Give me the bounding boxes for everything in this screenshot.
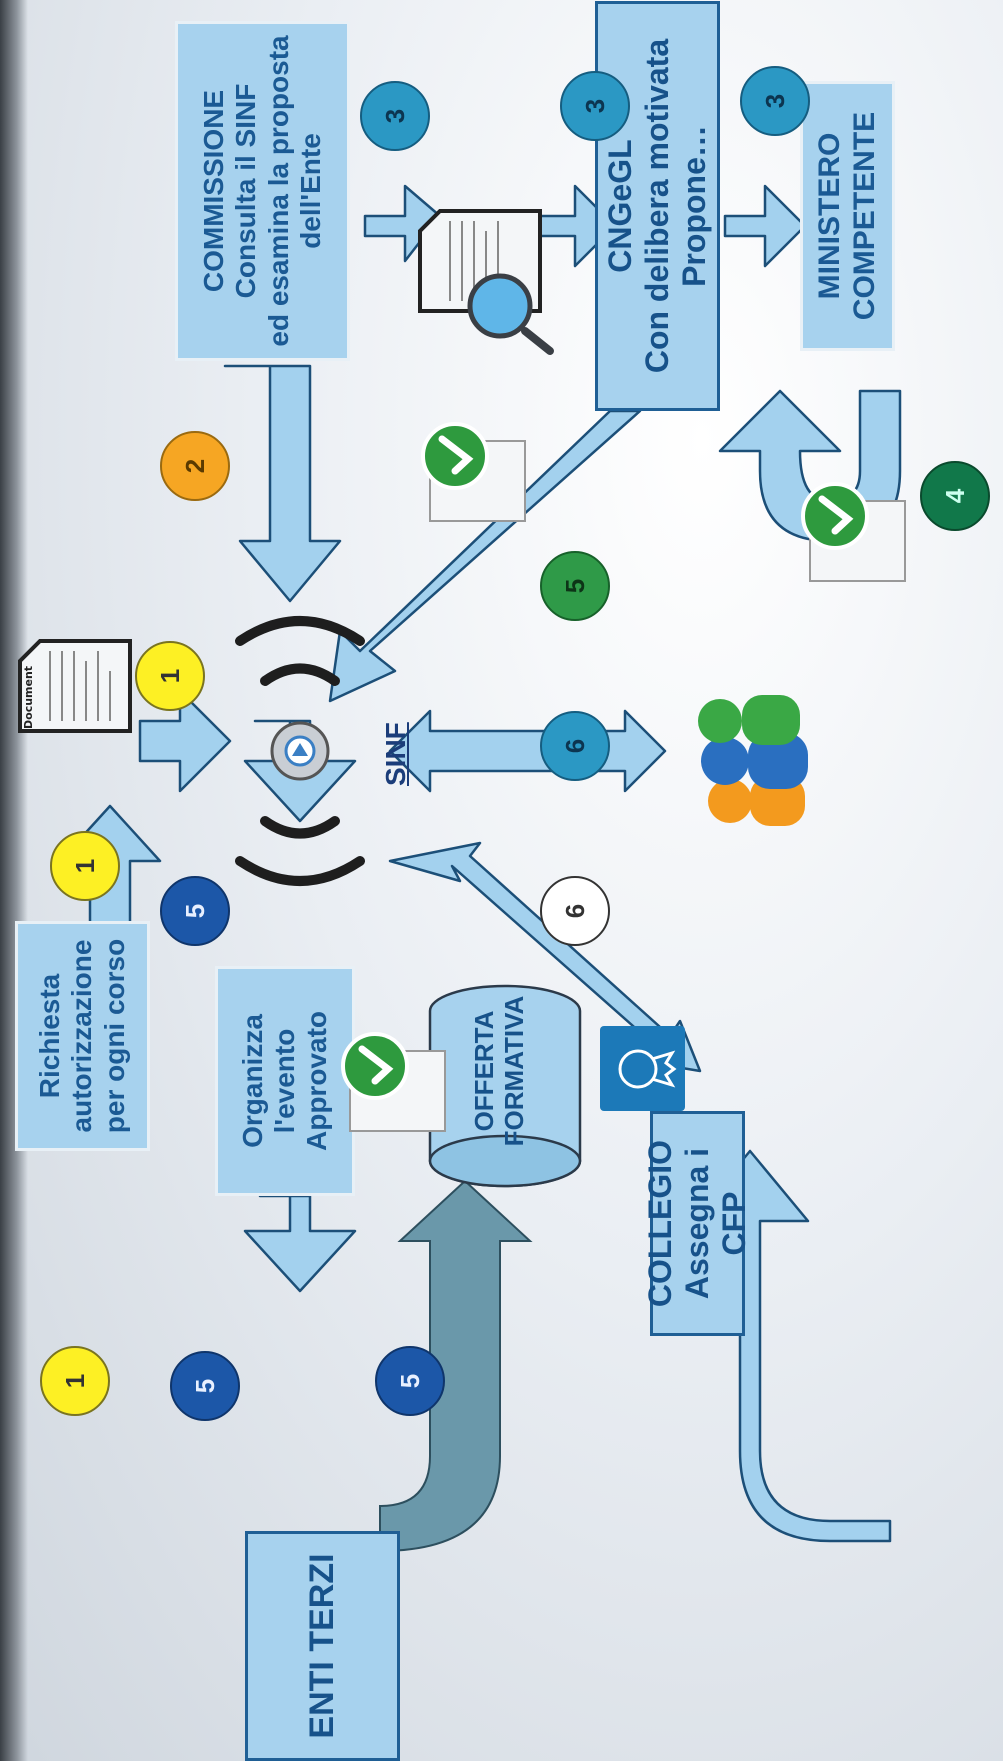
box-enti-terzi: ENTI TERZI — [245, 1531, 400, 1761]
arrow-enti-to-offerta-u — [379, 1179, 533, 1553]
arrow-doc-to-sinf — [138, 689, 232, 793]
arrow-cngegl-to-sinf — [328, 409, 642, 703]
certificate-badge-icon — [600, 1026, 685, 1111]
step-6-collegio: 6 — [540, 876, 610, 946]
approved-doc-icon-cngegl — [421, 422, 526, 522]
users-icon — [698, 695, 808, 826]
approved-doc-icon-ministero — [801, 482, 906, 582]
step-5-cngegl: 5 — [540, 551, 610, 621]
step-5-enti-richiesta: 5 — [170, 1351, 240, 1421]
approved-doc-icon-organizza — [341, 1032, 446, 1132]
offerta-cylinder — [428, 984, 582, 1188]
document-search-icon — [418, 209, 554, 355]
step-4: 4 — [920, 461, 990, 531]
step-1-richiesta: 1 — [50, 831, 120, 901]
arrow-sinf-utenti — [388, 709, 667, 793]
step-6-utenti: 6 — [540, 711, 610, 781]
step-1-sinf: 1 — [135, 641, 205, 711]
step-3-commissione: 3 — [360, 81, 430, 151]
arrow-sinf-collegio — [388, 841, 702, 1073]
arrow-organizza-to-enti — [243, 1194, 357, 1293]
box-collegio: COLLEGIO Assegna i CFP — [642, 1111, 752, 1336]
box-ministero: MINISTERO COMPETENTE — [800, 81, 895, 351]
step-5-sinf-organizza: 5 — [160, 876, 230, 946]
step-2: 2 — [160, 431, 230, 501]
step-5-enti-offerta: 5 — [375, 1346, 445, 1416]
box-commissione: COMMISSIONE Consulta il SINF ed esamina … — [175, 21, 350, 361]
box-cngegl: CNGeGL Con delibera motivata Propone… — [595, 1, 720, 411]
sinf-label: SINF — [380, 722, 411, 786]
step-3-ministero: 3 — [740, 66, 810, 136]
document-heading: Document — [22, 665, 35, 729]
arrow-cngegl-to-ministero — [723, 184, 807, 268]
offerta-label: OFFERTA FORMATIVA — [469, 995, 529, 1147]
box-richiesta: Richiesta autorizzazione per ogni corso — [15, 921, 150, 1151]
document-icon — [18, 639, 132, 733]
arrow-commissione-to-sinf — [223, 364, 342, 603]
step-3-cngegl: 3 — [560, 71, 630, 141]
sinf-broadcast-icon — [235, 616, 365, 886]
step-1-enti: 1 — [40, 1346, 110, 1416]
